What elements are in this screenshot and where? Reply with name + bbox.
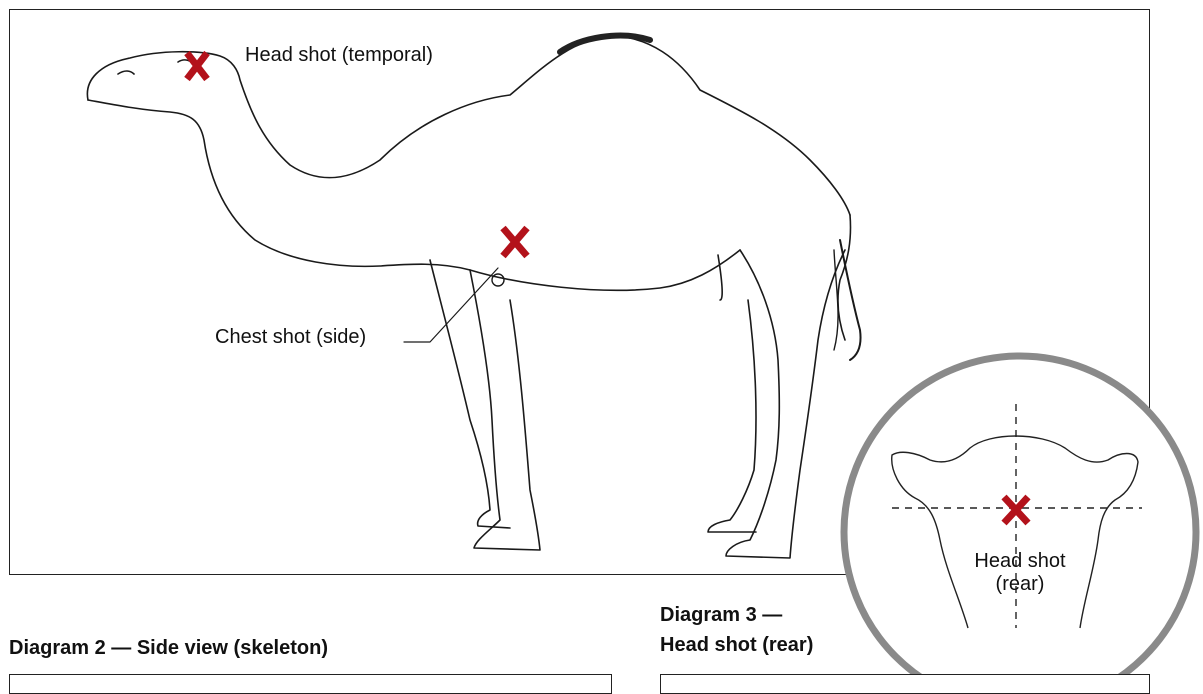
head-shot-temporal-marker xyxy=(187,53,207,79)
diagram-2-frame xyxy=(9,674,612,694)
head-rear-inset xyxy=(844,356,1196,682)
head-shot-rear-label-line2: (rear) xyxy=(950,573,1090,596)
diagram-3-frame xyxy=(660,674,1150,694)
head-shot-rear-label: Head shot (rear) xyxy=(950,550,1090,596)
camel-outline xyxy=(87,36,860,558)
diagram-3-heading-line2: Head shot (rear) xyxy=(660,634,813,657)
head-shot-temporal-label: Head shot (temporal) xyxy=(245,44,433,67)
chest-shot-side-label: Chest shot (side) xyxy=(215,326,366,349)
diagram-3-heading-line1: Diagram 3 — xyxy=(660,604,782,627)
head-shot-rear-label-line1: Head shot xyxy=(950,550,1090,573)
chest-shot-side-marker xyxy=(503,228,527,256)
diagram-2-heading: Diagram 2 — Side view (skeleton) xyxy=(9,637,328,660)
